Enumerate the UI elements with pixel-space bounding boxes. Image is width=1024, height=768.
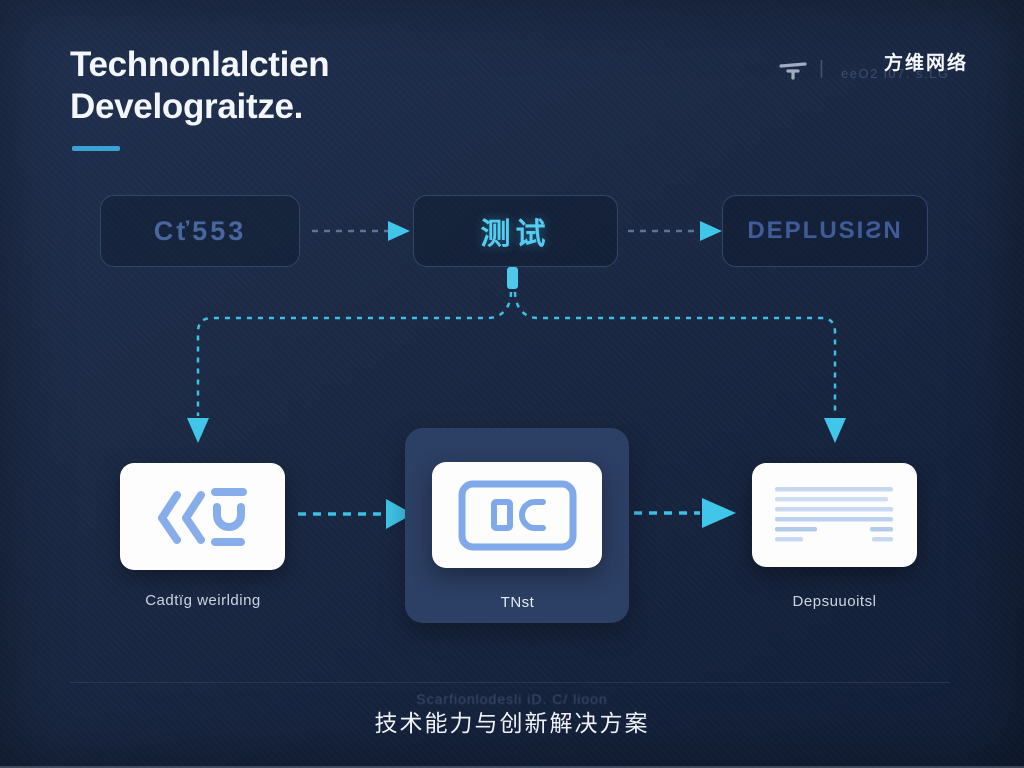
footer-caption: 技术能力与创新解决方案: [374, 710, 650, 736]
brand-name: 方维网络: [884, 53, 969, 74]
stage-1-label: Cť553: [153, 215, 247, 246]
flow-stage-box-2: 测试: [413, 195, 618, 267]
card-coding: [120, 463, 285, 570]
title-line-2: Develograitze.: [70, 87, 304, 126]
page-title: Technonlalctien Develograitze.: [70, 44, 330, 128]
arrowhead-right-icon: [702, 498, 736, 528]
connector-stub: [507, 267, 518, 289]
arrowhead-right-icon: [700, 221, 722, 241]
stage-2-label: 测试: [480, 218, 551, 251]
arrowhead-down-icon: [824, 418, 846, 443]
card-document: [752, 463, 917, 567]
brand-logo-icon: [779, 62, 807, 80]
branch-right: [513, 291, 837, 416]
footer-divider: [70, 682, 950, 683]
card-coding-label: Cadtïg weirlding: [145, 592, 261, 609]
test-screen-icon: [458, 480, 577, 551]
flow-stage-box-1: Cť553: [100, 195, 300, 267]
title-underline: [72, 146, 120, 151]
brand-ghost-text: eeO2 i07. s.LG: [841, 66, 950, 81]
flow-stage-box-3: DEPLUSIƧN: [722, 195, 928, 267]
document-icon: [775, 487, 893, 542]
branch-left: [196, 291, 513, 416]
code-icon: [158, 488, 247, 546]
card-document-label: Depsuuoitsl: [792, 593, 877, 610]
title-line-1: Technonlalctien: [70, 45, 330, 84]
card-testing-label: TNst: [500, 594, 535, 611]
footer-ghost-text: Scarfionlodesli iD. C/ lioon: [416, 691, 608, 707]
arrowhead-right-icon: [388, 221, 410, 241]
stage-3-label: DEPLUSIƧN: [747, 217, 903, 244]
arrowhead-down-icon: [187, 418, 209, 443]
brand-divider: |: [819, 58, 824, 79]
